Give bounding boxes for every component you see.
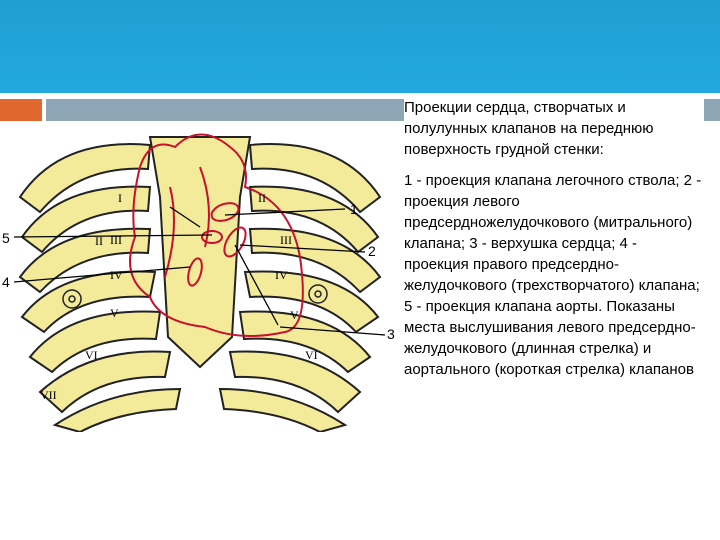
rib-left-3: III	[110, 233, 122, 247]
rib-right-4: IV	[275, 268, 288, 282]
callout-lines	[13, 206, 386, 336]
callout-5: 5	[2, 230, 10, 246]
callout-4: 4	[2, 274, 10, 290]
rib-right-6: VI	[305, 348, 318, 362]
rib-numerals-left: I II III IV V VI VII	[40, 191, 123, 402]
rib-right-5: V	[290, 308, 299, 322]
description-panel: Проекции сердца, створчатых и полулунных…	[404, 97, 704, 517]
nipple-markers	[62, 284, 328, 309]
rib-left-4: IV	[110, 268, 123, 282]
rib-left-1: I	[118, 191, 122, 205]
slide-title: Проекции сердца, створчатых и полулунных…	[404, 99, 654, 158]
accent-square	[0, 99, 42, 121]
rib-left-5: V	[110, 306, 119, 320]
callout-3: 3	[387, 326, 395, 342]
rib-left-2: II	[95, 234, 103, 248]
callout-2: 2	[368, 243, 376, 259]
heart-projection-figure: 1 2 3 4 5 I II III IV V VI VII II III IV…	[0, 127, 400, 432]
rib-numerals-right: II III IV V VI	[258, 191, 318, 362]
rib-right-2: II	[258, 191, 266, 205]
rib-left-7: VII	[40, 388, 57, 402]
header-band	[0, 0, 720, 93]
callout-1: 1	[350, 201, 358, 217]
rib-cage	[18, 136, 382, 432]
callout-labels: 1 2 3 4 5	[2, 201, 395, 342]
slide-body: 1 - проекция клапана легочного ствола; 2…	[404, 172, 702, 378]
rib-left-6: VI	[85, 348, 98, 362]
heart-outline	[129, 133, 304, 337]
thorax-illustration: 1 2 3 4 5 I II III IV V VI VII II III IV…	[2, 133, 395, 432]
rib-right-3: III	[280, 233, 292, 247]
